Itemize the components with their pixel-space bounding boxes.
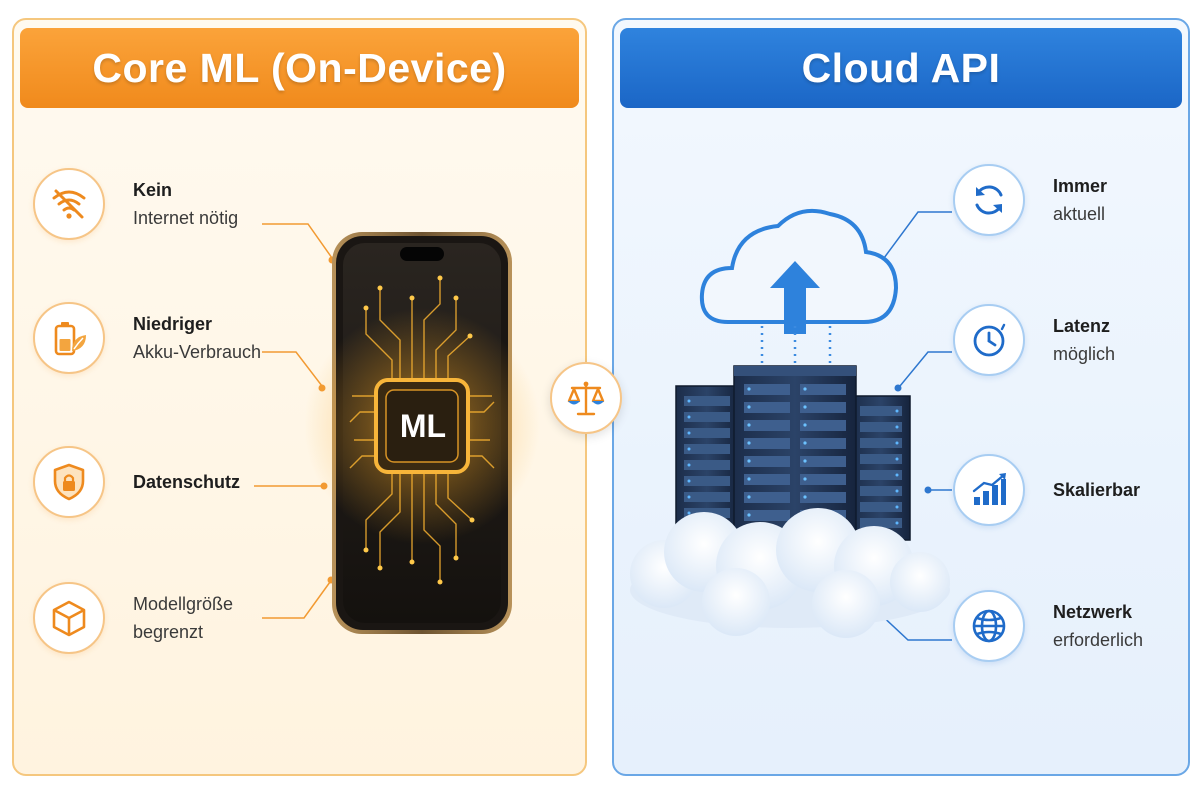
ml-chip-label: ML bbox=[399, 407, 447, 444]
feature-always-current: Immer aktuell bbox=[953, 164, 1107, 236]
feature-title: Datenschutz bbox=[133, 472, 241, 492]
feature-title: Skalierbar bbox=[1053, 480, 1141, 500]
feature-battery: Niedriger Akku-Verbrauch bbox=[33, 302, 261, 374]
clock-icon bbox=[973, 323, 1006, 357]
feature-subtitle: möglich bbox=[1053, 344, 1116, 364]
feature-icon-wrap bbox=[33, 168, 105, 240]
feature-scalable: Skalierbar bbox=[953, 454, 1140, 526]
feature-subtitle: Akku-Verbrauch bbox=[133, 342, 262, 362]
feature-latency: Latenz möglich bbox=[953, 304, 1115, 376]
feature-title: Kein bbox=[133, 180, 173, 200]
feature-subtitle: begrenzt bbox=[133, 622, 204, 642]
feature-title: Modellgröße bbox=[133, 594, 234, 614]
balance-scale-icon bbox=[567, 381, 605, 416]
cloud-api-panel: Cloud API bbox=[612, 18, 1190, 776]
sync-icon bbox=[975, 185, 1003, 215]
core-ml-title: Core ML (On-Device) bbox=[20, 28, 579, 108]
feature-subtitle: aktuell bbox=[1053, 204, 1106, 224]
cloud-api-title: Cloud API bbox=[620, 28, 1182, 108]
feature-text: Netzwerk erforderlich bbox=[1053, 598, 1143, 654]
core-ml-panel: Core ML (On-Device) bbox=[12, 18, 587, 776]
feature-network: Netzwerk erforderlich bbox=[953, 590, 1143, 662]
feature-text: Niedriger Akku-Verbrauch bbox=[133, 310, 261, 366]
growth-chart-icon bbox=[972, 473, 1006, 505]
feature-icon-wrap bbox=[953, 164, 1025, 236]
feature-text: Immer aktuell bbox=[1053, 172, 1107, 228]
feature-icon-wrap bbox=[953, 304, 1025, 376]
feature-text: Modellgröße begrenzt bbox=[133, 590, 233, 646]
feature-privacy: Datenschutz bbox=[33, 446, 240, 518]
feature-icon-wrap bbox=[953, 454, 1025, 526]
battery-leaf-icon bbox=[54, 322, 86, 356]
feature-icon-wrap bbox=[33, 446, 105, 518]
wifi-off-icon bbox=[52, 189, 86, 219]
feature-text: Kein Internet nötig bbox=[133, 176, 238, 232]
feature-offline: Kein Internet nötig bbox=[33, 168, 238, 240]
feature-model-size: Modellgröße begrenzt bbox=[33, 582, 233, 654]
feature-title: Immer bbox=[1053, 176, 1108, 196]
feature-icon-wrap bbox=[33, 302, 105, 374]
globe-icon bbox=[972, 609, 1006, 643]
feature-icon-wrap bbox=[33, 582, 105, 654]
feature-title: Latenz bbox=[1053, 316, 1111, 336]
feature-subtitle: Internet nötig bbox=[133, 208, 239, 228]
feature-title: Netzwerk bbox=[1053, 602, 1133, 622]
feature-text: Latenz möglich bbox=[1053, 312, 1115, 368]
comparison-badge bbox=[550, 362, 622, 434]
feature-title: Niedriger bbox=[133, 314, 213, 334]
feature-icon-wrap bbox=[953, 590, 1025, 662]
shield-lock-icon bbox=[53, 463, 85, 501]
feature-subtitle: erforderlich bbox=[1053, 630, 1144, 650]
cube-icon bbox=[52, 600, 86, 637]
